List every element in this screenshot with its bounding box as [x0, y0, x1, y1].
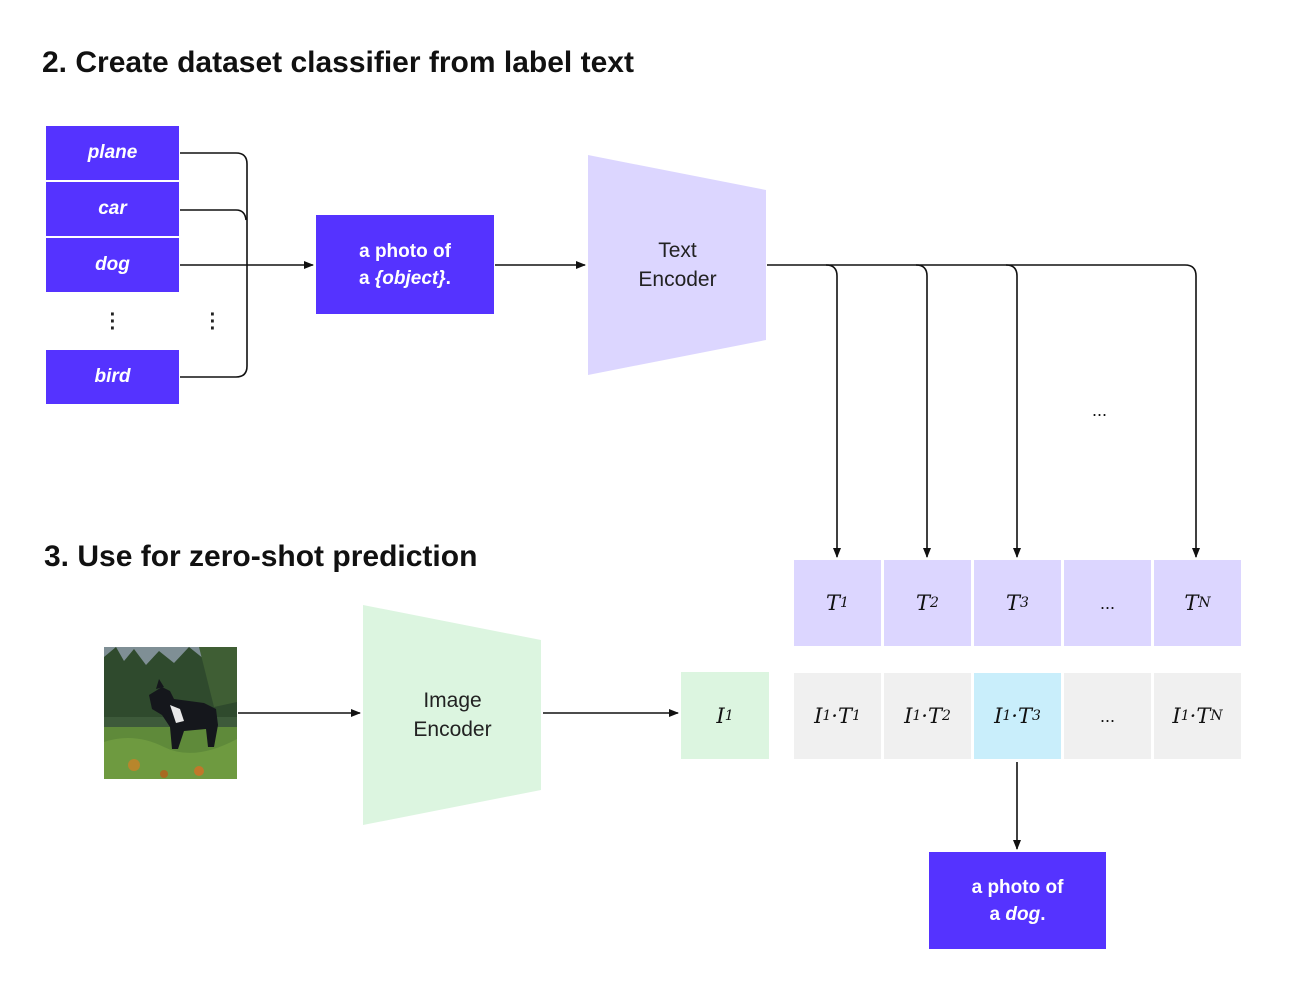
- prediction-box: a photo of a dog.: [929, 852, 1106, 949]
- label-plane: plane: [46, 126, 179, 180]
- text-embedding-ellipsis-cell: ...: [1064, 560, 1151, 646]
- car-connector: [180, 209, 247, 221]
- image-encoder-shape: [363, 605, 541, 825]
- encoder-to-t3-arrow: [1005, 264, 1021, 558]
- encoder-to-tn-arrow: [767, 264, 1200, 558]
- template-box: a photo of a {object}.: [316, 215, 494, 314]
- label-car: car: [46, 182, 179, 236]
- vertical-ellipsis-bracket: ···: [209, 304, 217, 340]
- template-line1: a photo of: [359, 240, 451, 262]
- section-2-title: 2. Create dataset classifier from label …: [42, 46, 634, 79]
- arrows-ellipsis: ...: [1092, 400, 1108, 420]
- prediction-line2: a dog.: [989, 903, 1046, 925]
- label-bird: bird: [46, 350, 179, 404]
- encoder-to-t2-arrow: [915, 264, 931, 558]
- prediction-line1: a photo of: [971, 876, 1064, 898]
- similarity-ellipsis-cell: ...: [1064, 673, 1151, 759]
- vertical-ellipsis-labels: ···: [109, 304, 117, 340]
- text-encoder-shape: [588, 155, 766, 375]
- encoder-to-t1-arrow: [825, 264, 841, 558]
- section-3-title: 3. Use for zero-shot prediction: [44, 540, 478, 573]
- template-line2: a {object}.: [359, 267, 451, 289]
- dog-photo: [104, 647, 237, 779]
- label-dog: dog: [46, 238, 179, 292]
